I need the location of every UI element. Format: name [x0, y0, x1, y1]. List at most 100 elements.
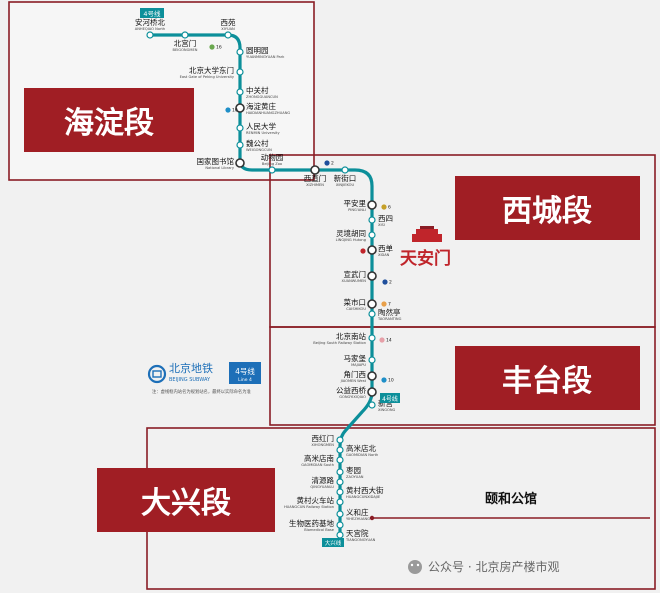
station-name-en: Beijing South Railway Station [313, 341, 366, 345]
transfer-station-marker [367, 200, 377, 210]
station-name-en: WEIGONGCUN [246, 148, 272, 152]
station-name: 义和庄 [346, 507, 369, 517]
station-name-en: XINGONG [378, 408, 396, 412]
transfer-line-dot [379, 337, 385, 343]
station-name-en: GONGYIXIQIAO [339, 395, 366, 399]
transfer-line-number: 16 [216, 45, 222, 51]
station-name: 黄村西大街 [346, 485, 384, 495]
station-name: 生物医药基地 [289, 518, 334, 528]
station-name-en: PING'ANLI [348, 208, 366, 212]
station-marker [336, 488, 344, 496]
transfer-station-marker [235, 158, 245, 168]
station-marker [224, 31, 232, 39]
station-marker [368, 216, 376, 224]
station-name-en: XIHONGMEN [311, 443, 334, 447]
station-name: 马家堡 [344, 353, 367, 363]
station-name-en: YUANMINGYUAN Park [246, 55, 285, 59]
station-marker [336, 531, 344, 539]
transfer-line-indicator: 10 [225, 107, 238, 114]
transfer-line-dot [381, 377, 387, 383]
station-name: 北宫门 [174, 38, 197, 48]
station-name: 新街口 [334, 173, 357, 183]
logo-line-badge: 4号线 [235, 366, 255, 376]
transfer-line-number: 6 [388, 205, 391, 211]
line-badge: 4号线 [140, 8, 164, 18]
station-name-en: Beijing Zoo [262, 162, 282, 166]
station-name: 西直门 [304, 173, 327, 183]
transfer-line-number: 10 [388, 378, 394, 384]
station-marker [336, 521, 344, 529]
segment-label: 西城段 [502, 194, 592, 229]
yihe-landmark: 颐和公馆 [369, 491, 650, 521]
station-marker [368, 334, 376, 342]
station-marker [336, 436, 344, 444]
station-marker [368, 231, 376, 239]
station-marker [341, 166, 349, 174]
transfer-line-indicator: 2 [382, 279, 392, 286]
station-marker [336, 468, 344, 476]
transfer-line-indicator: 14 [379, 337, 392, 344]
station-marker [368, 310, 376, 318]
station-name: 西红门 [312, 433, 335, 443]
transfer-line-dot [381, 301, 387, 307]
station-name-en: TAORANTING [377, 317, 402, 321]
station-name-en: QINGYUANLU [310, 485, 334, 489]
station-name-en: JIAOMEN West [340, 379, 367, 383]
station-marker [336, 456, 344, 464]
svg-text:4号线: 4号线 [143, 9, 161, 18]
station-name-en: HUANGCUNXIDAJIE [346, 495, 381, 499]
transfer-station-marker [367, 371, 377, 381]
map-note: 注：虚线框内站名为规划站名，最终以实际命名为准 [152, 388, 252, 395]
transfer-line-indicator: 2 [324, 160, 334, 167]
station-marker [336, 478, 344, 486]
yihe-label: 颐和公馆 [485, 491, 537, 507]
logo-line-badge-en: Line 4 [238, 377, 252, 383]
station-name-en: XIYUAN [221, 27, 235, 31]
tiananmen-landmark: 天安门 [400, 226, 451, 269]
station-name: 北京大学东门 [189, 65, 234, 75]
station-name: 天宫院 [346, 528, 369, 538]
tiananmen-gate-icon [412, 226, 442, 242]
station-name: 角门西 [344, 369, 367, 379]
station-name: 平安里 [344, 198, 367, 208]
yihe-pointer-dot [369, 515, 375, 521]
station-marker [236, 48, 244, 56]
station-name: 公益西桥 [336, 385, 366, 395]
transfer-line-dot [381, 204, 387, 210]
transfer-station-marker [367, 387, 377, 397]
station-name: 菜市口 [344, 297, 367, 307]
transfer-line-number: 1 [367, 249, 370, 255]
station-name: 灵境胡同 [336, 228, 366, 238]
station-name-en: XIZHIMEN [306, 183, 324, 187]
fengtai-section-box [269, 326, 656, 426]
station-name-en: MAJIAPU [351, 363, 366, 367]
station-name: 国家图书馆 [197, 156, 235, 166]
station-marker [268, 166, 276, 174]
station-name-en: East Gate of Peking University [180, 75, 235, 79]
station-name: 中关村 [246, 85, 269, 95]
station-name: 高米店南 [304, 453, 334, 463]
transfer-station-marker [235, 103, 245, 113]
station-name-en: ZHONGGUANCUN [246, 95, 278, 99]
line-badge-mid: 4号线 [380, 393, 400, 403]
transfer-station-marker [367, 299, 377, 309]
segment-label: 海淀段 [64, 106, 154, 141]
